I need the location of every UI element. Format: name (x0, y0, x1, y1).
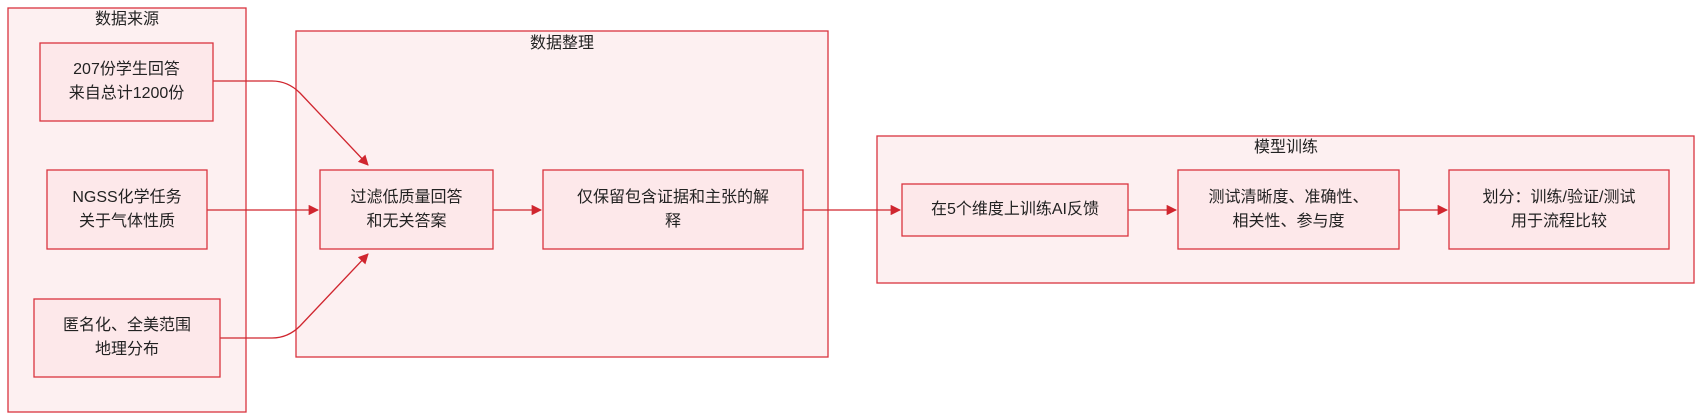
node-keep-explanations-label: 仅保留包含证据和主张的解释 (577, 188, 769, 230)
node-ngss-task-label: NGSS化学任务关于气体性质 (72, 188, 181, 230)
node-test-metrics-box[interactable] (1177, 169, 1400, 250)
node-data-split-label: 划分：训练/验证/测试用于流程比较 (1483, 188, 1636, 230)
edge-students-to-filter (213, 80, 369, 166)
node-train-feedback-box[interactable] (901, 183, 1129, 237)
group-model-training-title: 模型训练 (1254, 138, 1318, 156)
node-train-feedback[interactable]: 在5个维度上训练AI反馈 (901, 183, 1129, 237)
node-ngss-task[interactable]: NGSS化学任务关于气体性质 (46, 169, 208, 250)
node-student-responses[interactable]: 207份学生回答来自总计1200份 (39, 42, 214, 122)
node-test-metrics[interactable]: 测试清晰度、准确性、相关性、参与度 (1177, 169, 1400, 250)
node-student-responses-box[interactable] (39, 42, 214, 122)
node-test-metrics-label: 测试清晰度、准确性、相关性、参与度 (1208, 188, 1368, 230)
group-data-cleaning-title: 数据整理 (530, 34, 594, 52)
node-ngss-task-box[interactable] (46, 169, 208, 250)
node-student-responses-label: 207份学生回答来自总计1200份 (69, 60, 185, 102)
node-filter-label: 过滤低质量回答和无关答案 (350, 188, 462, 230)
node-filter[interactable]: 过滤低质量回答和无关答案 (319, 169, 494, 250)
node-anonymized-label: 匿名化、全美范围地理分布 (63, 316, 191, 358)
node-data-split-box[interactable] (1448, 169, 1670, 250)
group-data-sources-title: 数据来源 (95, 10, 159, 28)
node-filter-box[interactable] (319, 169, 494, 250)
node-anonymized[interactable]: 匿名化、全美范围地理分布 (33, 298, 221, 378)
node-train-feedback-label: 在5个维度上训练AI反馈 (931, 200, 1099, 218)
node-data-split[interactable]: 划分：训练/验证/测试用于流程比较 (1448, 169, 1670, 250)
edge-anon-to-filter (220, 253, 369, 339)
node-keep-explanations-box[interactable] (542, 169, 804, 250)
node-anonymized-box[interactable] (33, 298, 221, 378)
node-keep-explanations[interactable]: 仅保留包含证据和主张的解释 (542, 169, 804, 250)
